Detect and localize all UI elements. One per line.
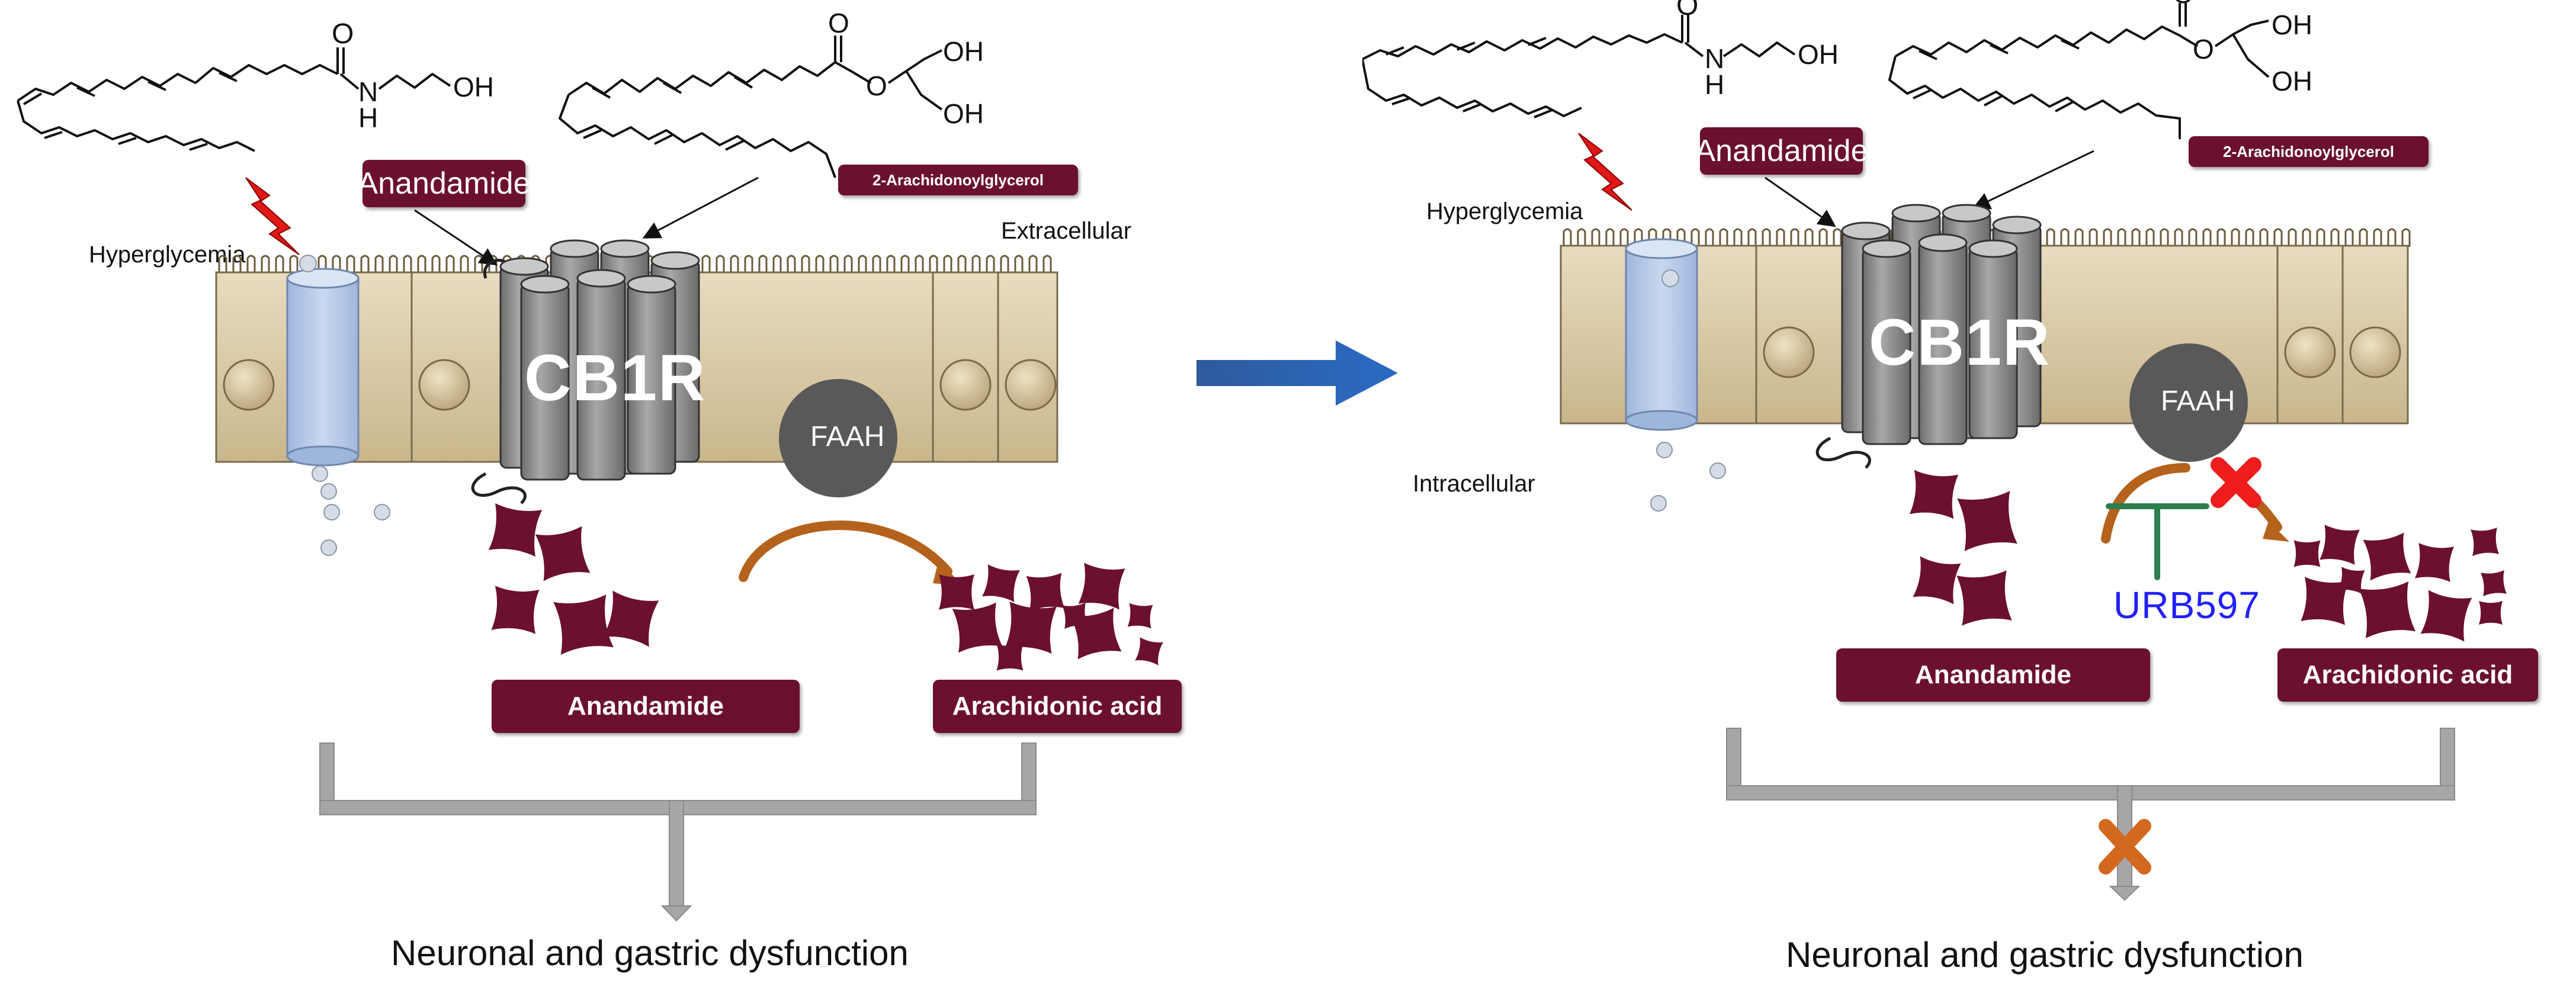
cb1r-label: CB1R bbox=[524, 342, 707, 414]
anandamide-o-atom: O bbox=[332, 18, 354, 50]
arachidonic-acid-label: Arachidonic acid bbox=[933, 680, 1182, 733]
anandamide-structure bbox=[17, 47, 451, 152]
panel-normal: O N H OH O O OH OH Anandamide 2-Arachido… bbox=[0, 0, 1185, 990]
anandamide-label-top: Anandamide bbox=[358, 160, 531, 207]
two-ag-o-carbonyl-right: O bbox=[2173, 0, 2194, 9]
panel-faah-inhibited: O N H OH O O OH OH Anandamide 2-Arachido… bbox=[1362, 0, 2576, 990]
anandamide-structure-right bbox=[1362, 15, 1796, 118]
two-ag-o-ester: O bbox=[866, 70, 887, 101]
two-ag-structure-right bbox=[1888, 3, 2270, 139]
hyperglycemia-label-right: Hyperglycemia bbox=[1426, 198, 1583, 224]
anandamide-n-atom-right: N bbox=[1705, 43, 1725, 74]
two-ag-oh-top-right: OH bbox=[2272, 9, 2312, 40]
cb1r-label-right: CB1R bbox=[1869, 306, 2051, 379]
two-ag-o-carbonyl: O bbox=[828, 8, 849, 38]
faah-label-right: FAAH bbox=[2161, 385, 2235, 417]
anandamide-label-top-right: Anandamide bbox=[1695, 127, 1868, 175]
outcome-label-right: Neuronal and gastric dysfunction bbox=[1786, 935, 2304, 975]
anandamide-oh-group-right: OH bbox=[1798, 39, 1839, 70]
intracellular-label: Intracellular bbox=[1413, 471, 1535, 497]
two-ag-oh-bottom: OH bbox=[943, 98, 984, 129]
urb597-label: URB597 bbox=[2113, 584, 2260, 626]
membrane-scene-right bbox=[1560, 133, 2507, 901]
membrane-scene bbox=[215, 176, 1163, 922]
extracellular-label: Extracellular bbox=[1001, 218, 1132, 244]
two-ag-oh-top: OH bbox=[943, 36, 984, 67]
anandamide-label-bottom-right: Anandamide bbox=[1836, 648, 2150, 702]
anandamide-oh-group: OH bbox=[453, 72, 494, 102]
anandamide-h-atom-right: H bbox=[1705, 69, 1725, 100]
two-ag-label: 2-Arachidonoylglycerol bbox=[838, 165, 1078, 195]
arachidonic-acid-label-right: Arachidonic acid bbox=[2277, 648, 2538, 702]
two-ag-o-ester-right: O bbox=[2193, 34, 2214, 65]
anandamide-n-atom: N bbox=[358, 76, 378, 107]
anandamide-o-atom-right: O bbox=[1676, 0, 1699, 21]
transition-arrow bbox=[1196, 340, 1398, 406]
anandamide-label-bottom: Anandamide bbox=[492, 680, 800, 733]
outcome-label: Neuronal and gastric dysfunction bbox=[391, 933, 909, 973]
two-ag-oh-bottom-right: OH bbox=[2272, 66, 2312, 97]
two-ag-label-right: 2-Arachidonoylglycerol bbox=[2189, 136, 2429, 167]
two-ag-structure bbox=[559, 36, 943, 178]
anandamide-h-atom: H bbox=[358, 102, 378, 133]
faah-label: FAAH bbox=[810, 421, 885, 452]
